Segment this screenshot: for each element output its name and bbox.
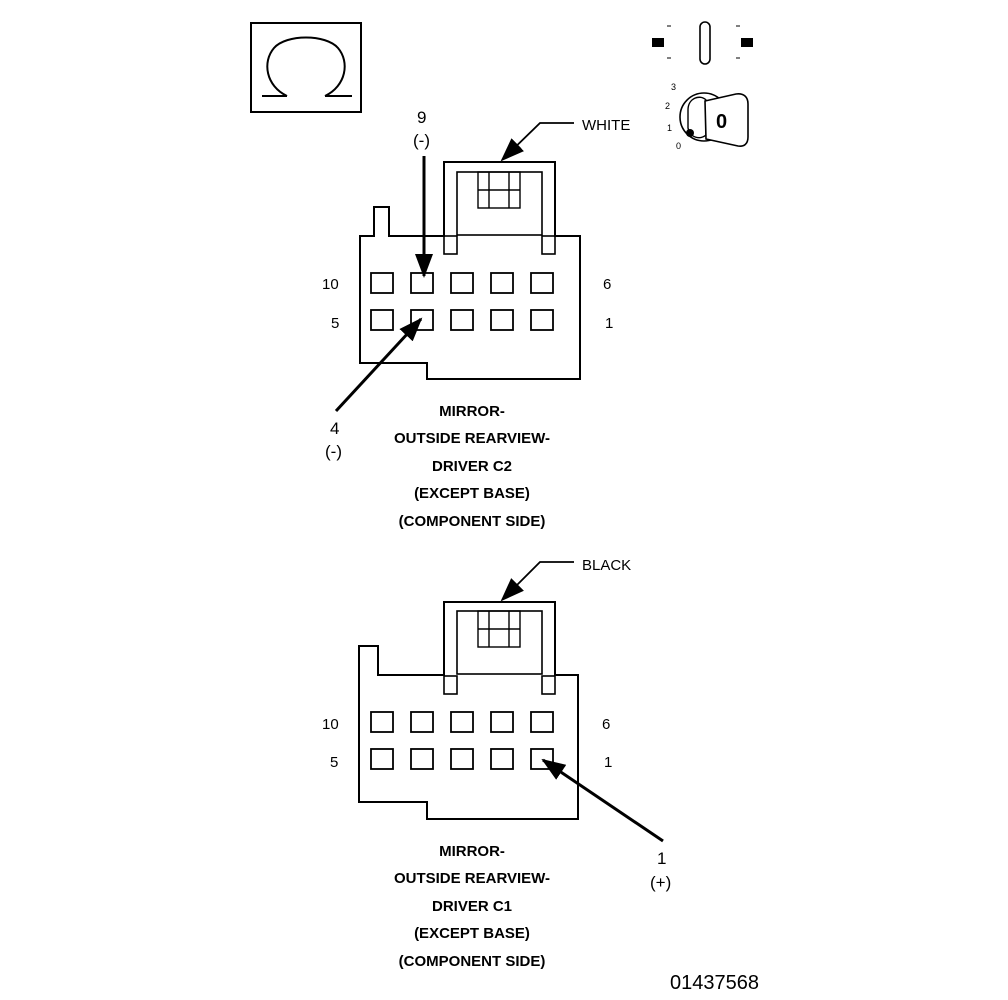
c2-color-leader bbox=[500, 122, 574, 162]
c2-color-label: WHITE bbox=[582, 117, 630, 134]
c2-callout-pin4-polarity: (-) bbox=[325, 442, 342, 461]
c2-caption-line-1: MIRROR- bbox=[439, 403, 505, 420]
c1-label-5: 5 bbox=[330, 754, 338, 771]
c1-cavity-6 bbox=[530, 711, 554, 733]
c1-callout-pin1-polarity: (+) bbox=[650, 873, 671, 892]
c2-cavity-8 bbox=[450, 272, 474, 294]
c1-cavity-3 bbox=[450, 748, 474, 770]
c2-pin4-arrow bbox=[334, 317, 423, 413]
c1-cavity-10 bbox=[370, 711, 394, 733]
ignition-key-label: 0 bbox=[716, 111, 727, 133]
c2-label-1: 1 bbox=[605, 315, 613, 332]
c2-callout-pin4-number: 4 bbox=[330, 419, 339, 438]
c1-caption-line-4: (EXCEPT BASE) bbox=[414, 925, 530, 942]
c2-caption-line-5: (COMPONENT SIDE) bbox=[399, 513, 546, 530]
c1-cavity-5 bbox=[370, 748, 394, 770]
ignition-position-3: 3 bbox=[671, 82, 676, 92]
c2-callout-pin9-number: 9 bbox=[417, 108, 426, 127]
c1-cavity-7 bbox=[490, 711, 514, 733]
connector-c2: 10 6 5 1 WHITE 9 (-) 4 (-) MIRROR- OUTSI… bbox=[322, 108, 630, 530]
c2-label-10: 10 bbox=[322, 276, 339, 293]
c1-caption-line-2: OUTSIDE REARVIEW- bbox=[394, 870, 550, 887]
c2-caption: MIRROR- OUTSIDE REARVIEW- DRIVER C2 (EXC… bbox=[394, 403, 550, 530]
connector-c2-latch bbox=[443, 171, 556, 255]
c2-cavity-9 bbox=[410, 272, 434, 294]
connector-c1: 10 6 5 1 BLACK 1 (+) MIRROR- OUTSIDE REA… bbox=[322, 557, 671, 970]
ohm-omega-symbol-icon bbox=[250, 22, 362, 113]
figure-number: 01437568 bbox=[670, 972, 759, 994]
c2-cavity-1 bbox=[530, 309, 554, 331]
c1-cavity-9 bbox=[410, 711, 434, 733]
c2-caption-line-2: OUTSIDE REARVIEW- bbox=[394, 430, 550, 447]
c1-label-6: 6 bbox=[602, 716, 610, 733]
c1-caption: MIRROR- OUTSIDE REARVIEW- DRIVER C1 (EXC… bbox=[394, 843, 550, 970]
c1-label-10: 10 bbox=[322, 716, 339, 733]
connector-c1-latch bbox=[443, 610, 556, 695]
c2-caption-line-4: (EXCEPT BASE) bbox=[414, 485, 530, 502]
c1-cavity-2 bbox=[490, 748, 514, 770]
c2-cavity-6 bbox=[530, 272, 554, 294]
c2-cavity-2 bbox=[490, 309, 514, 331]
c1-cavity-4 bbox=[410, 748, 434, 770]
ignition-position-2: 2 bbox=[665, 101, 670, 111]
c1-pin1-arrow bbox=[541, 758, 664, 843]
ignition-position-0: 0 bbox=[676, 141, 681, 151]
c2-caption-line-3: DRIVER C2 bbox=[432, 458, 512, 475]
c2-label-6: 6 bbox=[603, 276, 611, 293]
c1-label-1: 1 bbox=[604, 754, 612, 771]
ignition-position-1: 1 bbox=[667, 123, 672, 133]
c1-cavity-8 bbox=[450, 711, 474, 733]
c2-cavity-7 bbox=[490, 272, 514, 294]
c1-color-leader bbox=[500, 561, 574, 602]
c2-cavity-5 bbox=[370, 309, 394, 331]
c1-caption-line-5: (COMPONENT SIDE) bbox=[399, 953, 546, 970]
ignition-key-position-icon: 3 2 1 0 0 bbox=[652, 21, 753, 151]
c1-caption-line-1: MIRROR- bbox=[439, 843, 505, 860]
c2-callout-pin9-polarity: (-) bbox=[413, 131, 430, 150]
c1-caption-line-3: DRIVER C1 bbox=[432, 898, 512, 915]
c1-callout-pin1-number: 1 bbox=[657, 849, 666, 868]
c2-cavity-10 bbox=[370, 272, 394, 294]
c2-cavity-3 bbox=[450, 309, 474, 331]
c2-label-5: 5 bbox=[331, 315, 339, 332]
c1-color-label: BLACK bbox=[582, 557, 631, 574]
